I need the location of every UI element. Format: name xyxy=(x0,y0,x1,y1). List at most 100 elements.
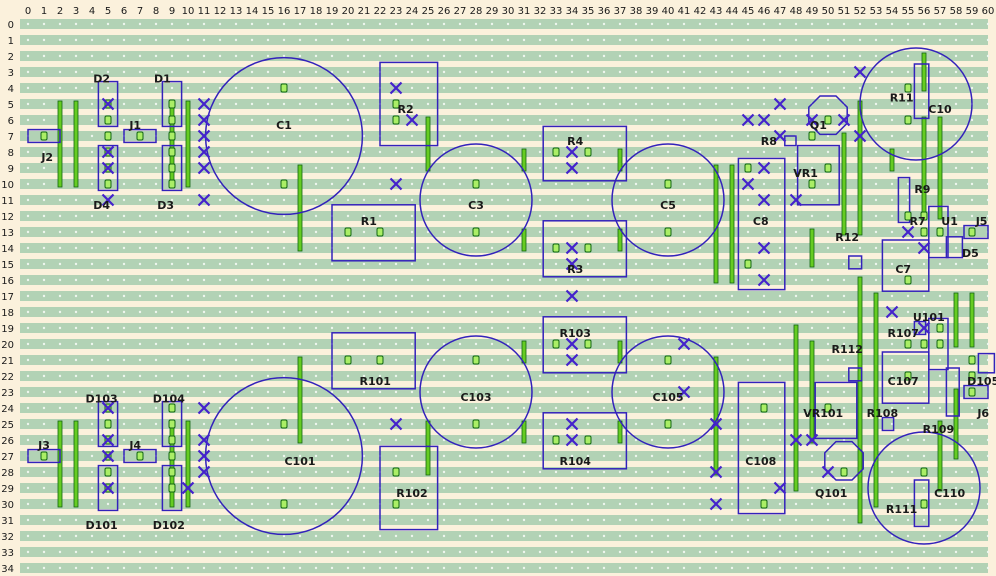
track-cut-stroke xyxy=(101,449,115,463)
strip-hole xyxy=(890,454,894,458)
strip-hole xyxy=(762,438,766,442)
strip-hole xyxy=(938,262,942,266)
strip-hole xyxy=(666,550,670,554)
strip-hole xyxy=(618,134,622,138)
strip-hole xyxy=(106,294,110,298)
column-number: 6 xyxy=(121,6,127,17)
strip-hole xyxy=(858,54,862,58)
strip-hole xyxy=(394,22,398,26)
row-number: 24 xyxy=(1,404,14,415)
strip-hole xyxy=(778,550,782,554)
strip-hole xyxy=(90,182,94,186)
column-number: 54 xyxy=(886,6,899,17)
strip-hole xyxy=(602,294,606,298)
strip-hole xyxy=(458,326,462,330)
track-cut-stroke xyxy=(773,129,787,143)
column-number: 26 xyxy=(438,6,451,17)
strip-hole xyxy=(442,70,446,74)
component-pad xyxy=(104,419,112,429)
strip-hole xyxy=(266,502,270,506)
strip-hole xyxy=(634,134,638,138)
strip-hole xyxy=(170,566,174,570)
strip-hole xyxy=(570,214,574,218)
strip-hole xyxy=(890,182,894,186)
strip-row xyxy=(20,179,988,189)
strip-hole xyxy=(570,550,574,554)
strip-hole xyxy=(74,86,78,90)
strip-hole xyxy=(842,358,846,362)
component-pad xyxy=(392,467,400,477)
strip-hole xyxy=(426,278,430,282)
strip-hole xyxy=(570,102,574,106)
strip-hole xyxy=(618,502,622,506)
strip-hole xyxy=(362,278,366,282)
strip-hole xyxy=(218,278,222,282)
strip-hole xyxy=(234,566,238,570)
track-cut-stroke xyxy=(197,193,211,207)
strip-hole xyxy=(90,262,94,266)
component-pad xyxy=(392,99,400,109)
column-number: 20 xyxy=(342,6,355,17)
strip-hole xyxy=(682,518,686,522)
strip-hole xyxy=(970,86,974,90)
strip-hole xyxy=(362,486,366,490)
strip-hole xyxy=(42,310,46,314)
strip-hole xyxy=(474,374,478,378)
strip-hole xyxy=(682,534,686,538)
strip-hole xyxy=(954,262,958,266)
strip-hole xyxy=(554,294,558,298)
component-outline-r12 xyxy=(848,255,863,270)
strip-hole xyxy=(74,246,78,250)
strip-hole xyxy=(778,422,782,426)
component-outline-d4 xyxy=(97,144,119,192)
strip-hole xyxy=(26,550,30,554)
strip-hole xyxy=(250,438,254,442)
strip-hole xyxy=(970,566,974,570)
strip-hole xyxy=(970,438,974,442)
strip-hole xyxy=(650,22,654,26)
strip-hole xyxy=(442,278,446,282)
strip-row xyxy=(20,19,988,29)
strip-hole xyxy=(762,182,766,186)
track-cut-icon xyxy=(741,177,755,191)
strip-hole xyxy=(42,150,46,154)
strip-hole xyxy=(122,550,126,554)
component-pad xyxy=(584,435,592,445)
strip-hole xyxy=(90,102,94,106)
track-cut-icon xyxy=(565,241,579,255)
strip-hole xyxy=(730,550,734,554)
strip-hole xyxy=(890,422,894,426)
strip-hole xyxy=(250,294,254,298)
strip-hole xyxy=(330,390,334,394)
strip-hole xyxy=(666,278,670,282)
strip-hole xyxy=(938,374,942,378)
strip-hole xyxy=(122,294,126,298)
row-number: 27 xyxy=(1,452,14,463)
label-r2: R2 xyxy=(398,103,414,116)
strip-hole xyxy=(602,486,606,490)
strip-hole xyxy=(218,86,222,90)
column-number: 50 xyxy=(822,6,835,17)
strip-hole xyxy=(442,166,446,170)
strip-hole xyxy=(570,518,574,522)
component-pad xyxy=(168,403,176,413)
strip-hole xyxy=(410,518,414,522)
strip-hole xyxy=(346,22,350,26)
strip-hole xyxy=(650,518,654,522)
strip-hole xyxy=(474,566,478,570)
strip-hole xyxy=(410,22,414,26)
strip-hole xyxy=(394,342,398,346)
strip-hole xyxy=(218,534,222,538)
strip-row xyxy=(20,355,988,365)
strip-hole xyxy=(330,470,334,474)
strip-hole xyxy=(458,22,462,26)
track-cut-stroke xyxy=(741,177,755,191)
strip-hole xyxy=(666,150,670,154)
strip-hole xyxy=(282,342,286,346)
label-c103: C103 xyxy=(460,391,491,404)
strip-hole xyxy=(378,342,382,346)
strip-hole xyxy=(138,70,142,74)
track-cut-icon xyxy=(709,497,723,511)
capacitor-outline-c110 xyxy=(867,431,981,545)
label-d1: D1 xyxy=(154,72,171,85)
